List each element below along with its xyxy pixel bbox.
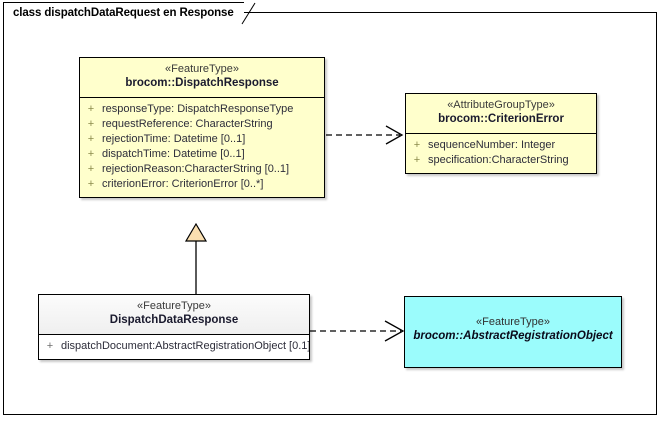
attribute-visibility: +: [46, 339, 54, 352]
class-stereotype: «FeatureType»: [476, 316, 550, 328]
attribute-row: + dispatchDocument:AbstractRegistrationO…: [39, 339, 309, 354]
attribute-signature: specification:CharacterString: [428, 153, 569, 166]
attribute-row: + specification:CharacterString: [406, 153, 596, 168]
class-stereotype: «AttributeGroupType»: [447, 99, 555, 111]
class-attributes-dispatch-response: + responseType: DispatchResponseType + r…: [80, 97, 324, 197]
attribute-visibility: +: [87, 102, 95, 115]
attribute-signature: criterionError: CriterionError [0..*]: [102, 177, 264, 190]
class-header-criterion-error: «AttributeGroupType» brocom::CriterionEr…: [406, 94, 596, 133]
class-name: brocom::CriterionError: [438, 112, 564, 125]
attribute-signature: dispatchTime: Datetime [0..1]: [102, 147, 245, 160]
attribute-signature: sequenceNumber: Integer: [428, 138, 556, 151]
class-compartment-divider: [39, 333, 309, 335]
class-header-dispatch-response: «FeatureType» brocom::DispatchResponse: [80, 58, 324, 97]
class-attributes-dispatch-data-response: + dispatchDocument:AbstractRegistrationO…: [39, 334, 309, 359]
class-name: brocom::DispatchResponse: [125, 76, 279, 89]
tab-slant-edge: [241, 2, 256, 25]
attribute-row: + sequenceNumber: Integer: [406, 138, 596, 153]
attribute-signature: rejectionReason:CharacterString [0..1]: [102, 162, 290, 175]
attribute-signature: dispatchDocument:AbstractRegistrationObj…: [61, 339, 310, 352]
attribute-row: + rejectionTime: Datetime [0..1]: [80, 132, 324, 147]
class-header-dispatch-data-response: «FeatureType» DispatchDataResponse: [39, 295, 309, 334]
class-name: DispatchDataResponse: [109, 313, 239, 326]
class-header-abstract-registration-object: «FeatureType» brocom::AbstractRegistrati…: [405, 297, 621, 350]
attribute-visibility: +: [87, 117, 95, 130]
class-stereotype: «FeatureType»: [137, 300, 211, 312]
attribute-row: + rejectionReason:CharacterString [0..1]: [80, 162, 324, 177]
attribute-visibility: +: [87, 147, 95, 160]
attribute-signature: rejectionTime: Datetime [0..1]: [102, 132, 246, 145]
class-box-dispatch-response[interactable]: «FeatureType» brocom::DispatchResponse +…: [79, 57, 325, 198]
attribute-row: + criterionError: CriterionError [0..*]: [80, 177, 324, 192]
attribute-row: + responseType: DispatchResponseType: [80, 102, 324, 117]
attribute-visibility: +: [413, 153, 421, 166]
class-name: brocom::AbstractRegistrationObject: [413, 329, 613, 342]
class-attributes-criterion-error: + sequenceNumber: Integer + specificatio…: [406, 133, 596, 173]
attribute-visibility: +: [87, 132, 95, 145]
attribute-signature: requestReference: CharacterString: [102, 117, 273, 130]
class-box-criterion-error[interactable]: «AttributeGroupType» brocom::CriterionEr…: [405, 93, 597, 174]
class-compartment-divider: [80, 96, 324, 98]
attribute-row: + requestReference: CharacterString: [80, 117, 324, 132]
class-box-dispatch-data-response[interactable]: «FeatureType» DispatchDataResponse + dis…: [38, 294, 310, 360]
attribute-visibility: +: [87, 177, 95, 190]
attribute-visibility: +: [87, 162, 95, 175]
class-box-abstract-registration-object[interactable]: «FeatureType» brocom::AbstractRegistrati…: [404, 296, 622, 368]
attribute-signature: responseType: DispatchResponseType: [102, 102, 294, 115]
class-stereotype: «FeatureType»: [165, 63, 239, 75]
diagram-title-label: class dispatchDataRequest en Response: [13, 6, 234, 19]
diagram-title-tab[interactable]: class dispatchDataRequest en Response: [3, 2, 256, 25]
attribute-visibility: +: [413, 138, 421, 151]
attribute-row: + dispatchTime: Datetime [0..1]: [80, 147, 324, 162]
class-compartment-divider: [406, 132, 596, 134]
